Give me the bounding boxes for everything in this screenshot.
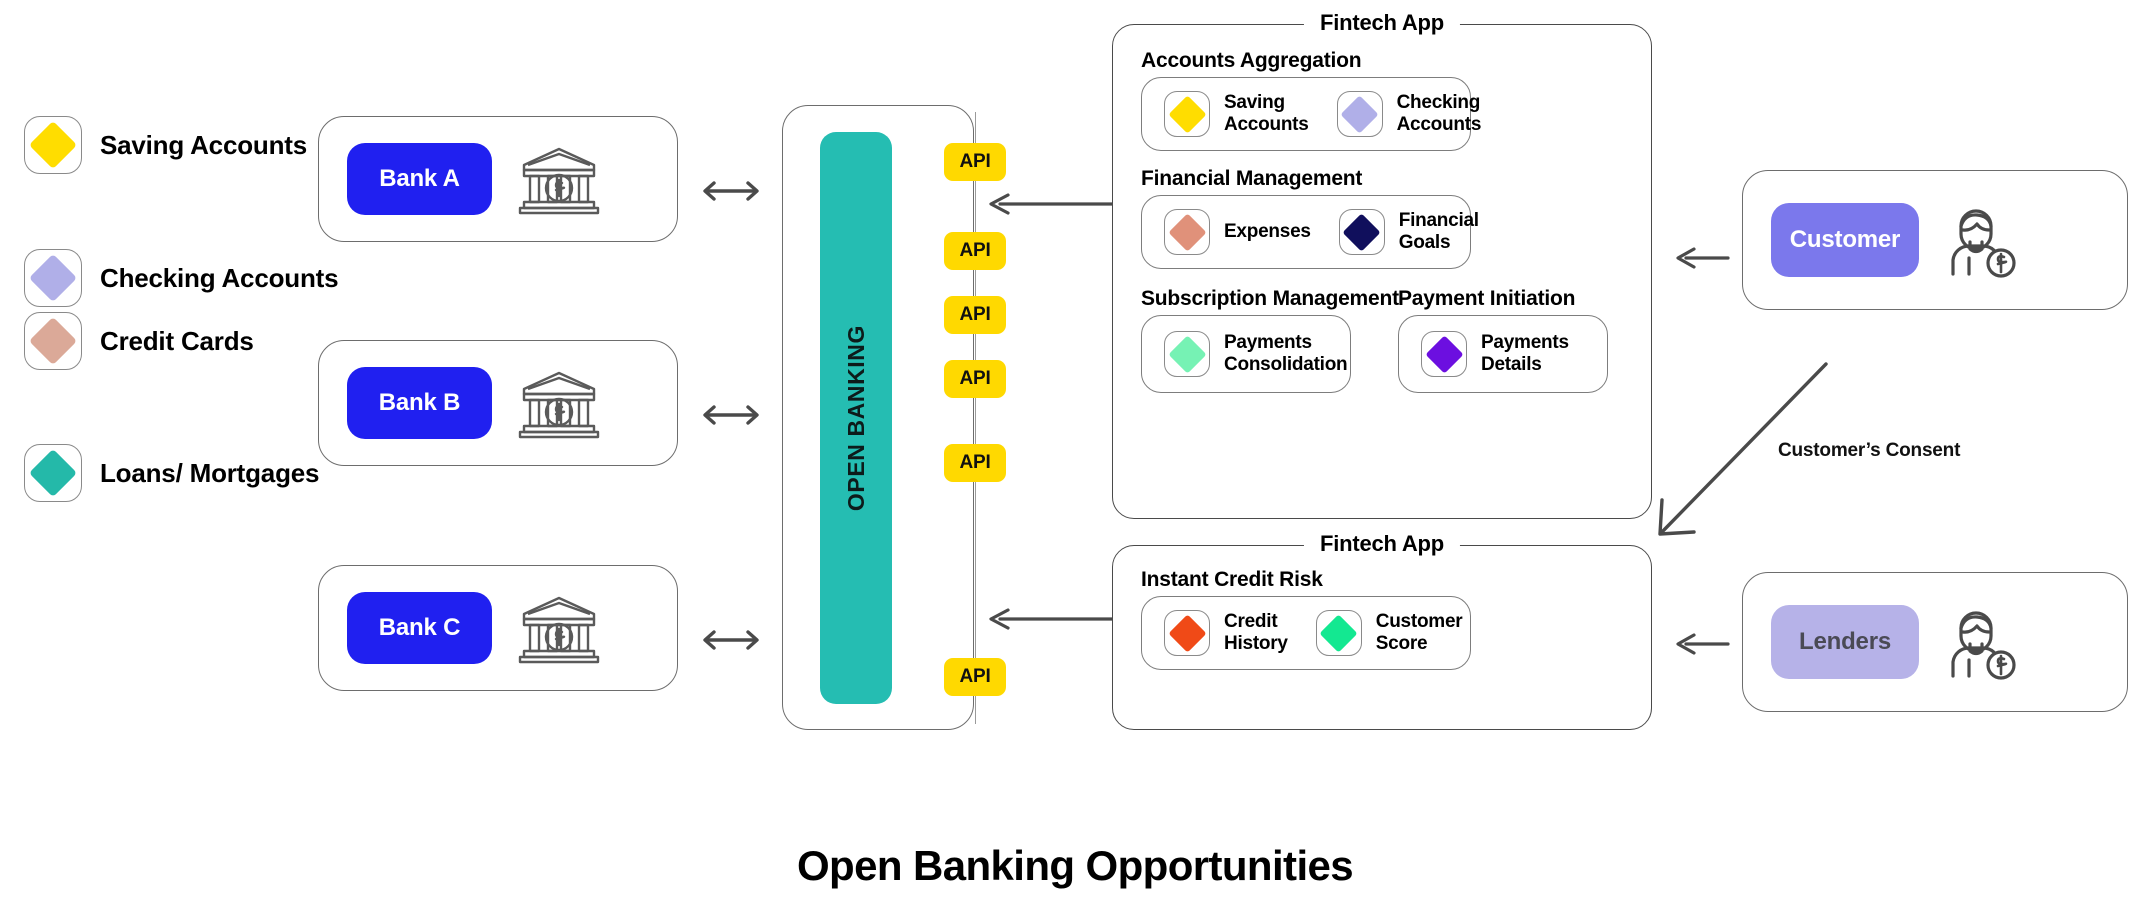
section-box-accounts-aggregation: Saving Accounts Checking Accounts [1141, 77, 1481, 151]
diamond-shape [28, 448, 78, 498]
bank-card-b[interactable]: Bank B [318, 340, 678, 466]
api-rail-line [975, 112, 977, 724]
item-label: Saving Accounts [1224, 91, 1309, 135]
section-title-payment-initiation: Payment Initiation [1398, 287, 1576, 310]
open-banking-label: OPEN BANKING [842, 324, 869, 512]
diamond-shape [28, 120, 78, 170]
legend-item-credit-cards: Credit Cards [24, 312, 254, 370]
fintech-bottom-to-api-arrow [986, 605, 1116, 633]
diamond-shape [1424, 334, 1464, 374]
bank-card-c[interactable]: Bank C [318, 565, 678, 691]
fintech-bottom-tab-label: Fintech App [1303, 531, 1461, 557]
section-box-payment-initiation: Payments Details [1398, 315, 1608, 393]
fintech-app-bottom-panel: Fintech App Instant Credit Risk Credit H… [1112, 531, 1652, 730]
item-label: Payments Details [1481, 331, 1569, 375]
api-chip-5[interactable]: API [944, 444, 1006, 482]
bank-building-icon [518, 143, 600, 215]
customer-pill[interactable]: Customer [1771, 203, 1919, 277]
saving-accounts-diamond-icon [24, 116, 82, 174]
diamond-shape [1167, 613, 1207, 653]
credit-cards-diamond-icon [24, 312, 82, 370]
lenders-card[interactable]: Lenders [1742, 572, 2128, 712]
fintech-top-to-api-arrow [986, 190, 1116, 218]
item-label: Checking Accounts [1396, 91, 1482, 135]
item-label: Expenses [1224, 220, 1311, 242]
customer-card[interactable]: Customer [1742, 170, 2128, 310]
fintech-top-tab-label: Fintech App [1303, 10, 1461, 36]
section-title-financial-management: Financial Management [1141, 167, 1363, 190]
bank-card-a[interactable]: Bank A [318, 116, 678, 242]
section-title-subscription-management: Subscription Management [1141, 287, 1399, 310]
legend-item-saving-accounts: Saving Accounts [24, 116, 307, 174]
bank-b-pill[interactable]: Bank B [347, 367, 492, 439]
expenses-diamond-icon [1164, 209, 1210, 255]
item-label: Customer Score [1375, 610, 1463, 654]
diamond-shape [1167, 334, 1207, 374]
item-financial-goals[interactable]: Financial Goals [1338, 209, 1479, 255]
bank-b-open-banking-connector [700, 402, 762, 428]
api-chip-6[interactable]: API [944, 658, 1006, 696]
item-payments-details[interactable]: Payments Details [1421, 331, 1569, 377]
section-box-financial-management: Expenses Financial Goals [1141, 195, 1479, 269]
financial-goals-diamond-icon [1338, 209, 1385, 255]
item-customer-score[interactable]: Customer Score [1315, 610, 1463, 656]
payments-details-diamond-icon [1421, 331, 1467, 377]
customers-consent-arrow [1640, 350, 1840, 550]
item-saving-accounts[interactable]: Saving Accounts [1164, 91, 1309, 137]
diamond-shape [1167, 212, 1207, 252]
diamond-shape [1342, 212, 1381, 252]
lenders-pill[interactable]: Lenders [1771, 605, 1919, 679]
saving-accounts-diamond-icon [1164, 91, 1210, 137]
item-checking-accounts[interactable]: Checking Accounts [1336, 91, 1482, 137]
api-chip-1[interactable]: API [944, 143, 1006, 181]
bank-c-pill[interactable]: Bank C [347, 592, 492, 664]
item-label: Credit History [1224, 610, 1288, 654]
credit-history-diamond-icon [1164, 610, 1210, 656]
legend-item-label: Checking Accounts [100, 262, 339, 293]
open-banking-bar: OPEN BANKING [820, 132, 892, 704]
section-box-subscription-management: Payments Consolidation [1141, 315, 1351, 393]
customer-to-fintech-arrow [1674, 244, 1730, 272]
payments-consolidation-diamond-icon [1164, 331, 1210, 377]
bank-c-open-banking-connector [700, 627, 762, 653]
person-money-icon [1941, 200, 2017, 280]
checking-accounts-diamond-icon [1336, 91, 1383, 137]
api-chip-4[interactable]: API [944, 360, 1006, 398]
legend-item-loans-mortgages: Loans/ Mortgages [24, 444, 319, 502]
bank-building-icon [518, 592, 600, 664]
diamond-shape [1319, 613, 1358, 653]
item-payments-consolidation[interactable]: Payments Consolidation [1164, 331, 1348, 377]
legend-item-label: Saving Accounts [100, 129, 307, 160]
customer-score-diamond-icon [1315, 610, 1362, 656]
bank-a-open-banking-connector [700, 178, 762, 204]
section-title-instant-credit-risk: Instant Credit Risk [1141, 568, 1323, 591]
item-label: Payments Consolidation [1224, 331, 1348, 375]
customers-consent-label: Customer’s Consent [1778, 440, 1961, 461]
item-credit-history[interactable]: Credit History [1164, 610, 1288, 656]
lenders-to-fintech-arrow [1674, 630, 1730, 658]
section-title-accounts-aggregation: Accounts Aggregation [1141, 49, 1362, 72]
page-title: Open Banking Opportunities [796, 842, 1354, 889]
bank-a-pill[interactable]: Bank A [347, 143, 492, 215]
api-chip-3[interactable]: API [944, 296, 1006, 334]
diamond-shape [1340, 94, 1379, 134]
legend-item-label: Loans/ Mortgages [100, 457, 320, 488]
legend-item-label: Credit Cards [100, 325, 254, 356]
item-expenses[interactable]: Expenses [1164, 209, 1311, 255]
person-money-icon [1941, 602, 2017, 682]
loans-mortgages-diamond-icon [24, 444, 82, 502]
item-label: Financial Goals [1398, 209, 1479, 253]
section-box-instant-credit-risk: Credit History Customer Score [1141, 596, 1471, 670]
bank-building-icon [518, 367, 600, 439]
diamond-shape [28, 253, 78, 303]
legend-item-checking-accounts: Checking Accounts [24, 249, 339, 307]
checking-accounts-diamond-icon [24, 249, 82, 307]
fintech-app-top-panel: Fintech App Accounts Aggregation Saving … [1112, 10, 1652, 519]
diamond-shape [1167, 94, 1207, 134]
diamond-shape [28, 316, 78, 366]
api-chip-2[interactable]: API [944, 232, 1006, 270]
